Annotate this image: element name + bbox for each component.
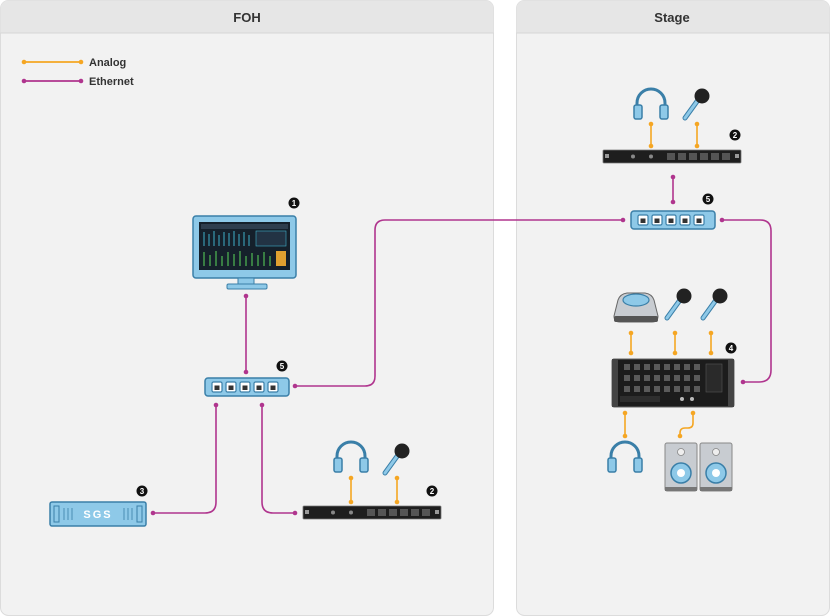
analog-cables [350,124,712,502]
ethernet-foh-switch-to-foh-stagebox [261,405,295,514]
svg-text:2: 2 [733,131,738,140]
legend-analog-line [21,59,84,65]
monitor-icon [192,215,297,290]
sgs-unit-icon: SGS [49,501,147,527]
stage-network-switch-icon [631,211,715,229]
svg-text:5: 5 [706,195,711,204]
legend-ethernet-line [21,78,84,84]
speaker-left-icon [664,442,698,492]
badge-stage-switch: 5 [702,193,714,205]
svg-text:5: 5 [280,362,285,371]
badge-sgs: 3 [136,485,148,497]
mixrack-icon [611,358,735,408]
badge-console: 1 [288,197,300,209]
analog-endpoints [348,121,714,505]
ethernet-foh-switch-to-stage-switch [295,219,623,387]
foh-stagebox-icon [302,505,442,520]
foh-panel: FOH [0,0,494,616]
svg-text:3: 3 [140,487,145,496]
ethernet-foh-switch-to-sgs [153,405,217,514]
foh-title: FOH [233,10,260,25]
badge-stage-stagebox: 2 [729,129,741,141]
ethernet-endpoints [150,174,746,516]
legend-ethernet-label: Ethernet [89,76,134,88]
stage-stagebox-icon [602,149,742,164]
svg-text:1: 1 [292,199,297,208]
badge-foh-switch: 5 [276,360,288,372]
svg-text:4: 4 [729,344,734,353]
sgs-label: SGS [83,509,112,521]
badge-mixrack: 4 [725,342,737,354]
svg-text:2: 2 [430,487,435,496]
speaker-right-icon [699,442,733,492]
ethernet-cables [153,177,772,514]
talkback-microphone-icon [613,292,659,323]
badge-foh-stagebox: 2 [426,485,438,497]
legend: Analog Ethernet [21,57,134,88]
legend-analog-label: Analog [89,57,126,69]
foh-network-switch-icon [205,378,289,396]
stage-title: Stage [654,10,689,25]
ethernet-stage-switch-to-mixrack [722,219,772,383]
